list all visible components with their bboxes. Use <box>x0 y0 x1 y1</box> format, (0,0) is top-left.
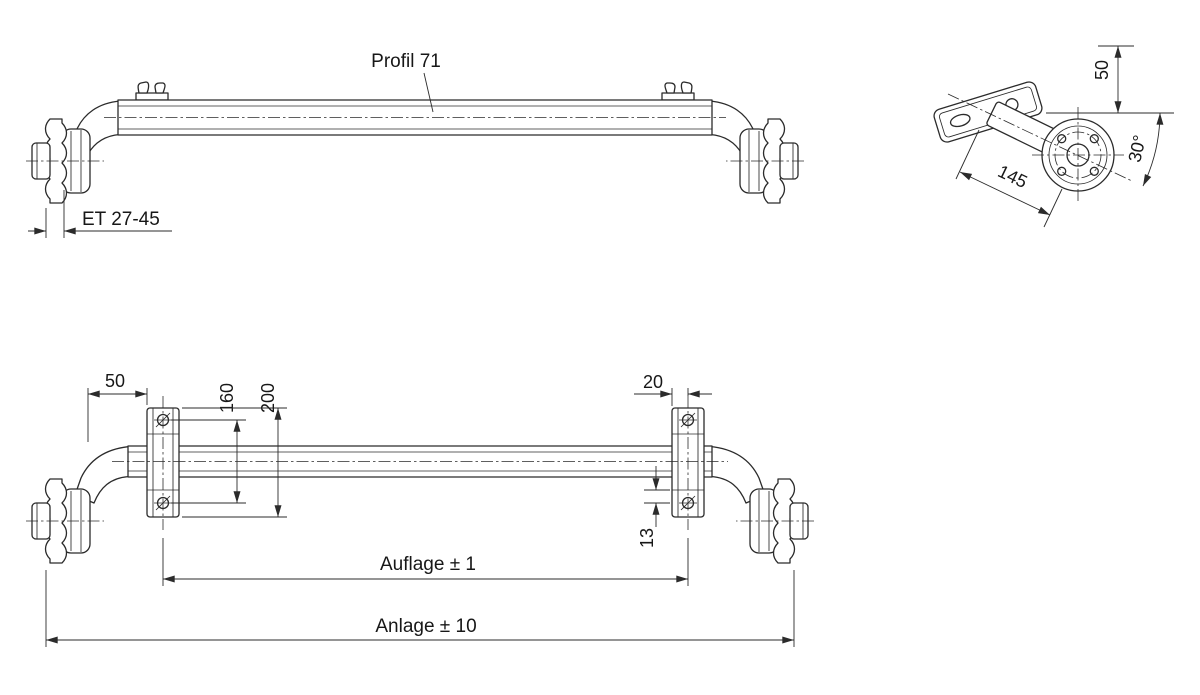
dim-label-anlage: Anlage ± 10 <box>375 616 476 637</box>
dim-label-50-end: 50 <box>1092 60 1112 80</box>
plate-slot-hole <box>949 113 971 128</box>
dimension-et: ET 27-45 <box>28 190 172 238</box>
dimension-20: 20 <box>634 372 712 406</box>
dimension-200: 200 <box>182 383 287 518</box>
flange-bolt-hole <box>1089 166 1099 176</box>
flange-bolt-hole <box>1057 166 1067 176</box>
end-view <box>933 81 1133 203</box>
dimension-13: 13 <box>637 466 670 548</box>
side-view <box>26 82 804 203</box>
dim-label-50-front: 50 <box>105 371 125 391</box>
front-view <box>26 395 814 563</box>
dim-label-200: 200 <box>258 383 278 413</box>
dim-label-profil-71: Profil 71 <box>371 51 441 72</box>
mounting-pad-left <box>146 395 180 531</box>
dim-label-20: 20 <box>643 372 663 392</box>
dimension-annotations: Profil 71 ET 27-45 50 145 30° <box>28 45 1174 647</box>
dim-label-160: 160 <box>217 383 237 413</box>
dimension-anlage: Anlage ± 10 <box>45 570 795 647</box>
wheel-flange-end <box>1032 107 1124 203</box>
dimension-160: 160 <box>171 383 246 504</box>
dimension-auflage: Auflage ± 1 <box>162 538 689 586</box>
profil-leader-line <box>423 72 434 113</box>
flange-bolt-hole <box>1057 134 1067 144</box>
dim-label-13: 13 <box>637 528 657 548</box>
flange-bolt-hole <box>1089 134 1099 144</box>
arm-axis-centerline <box>947 93 1133 182</box>
dim-label-et: ET 27-45 <box>82 209 160 230</box>
dimension-front-50: 50 <box>87 371 148 442</box>
dim-label-auflage: Auflage ± 1 <box>380 554 476 575</box>
mounting-pad-right <box>671 395 705 531</box>
axle-tube-side <box>104 99 726 136</box>
